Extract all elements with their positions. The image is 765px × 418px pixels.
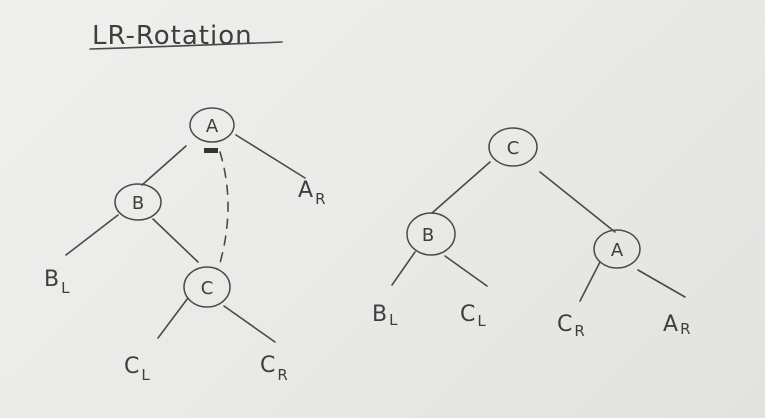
node-b-label: B <box>132 193 144 214</box>
edge-b-bl <box>65 214 119 256</box>
edge-b-c <box>152 218 199 263</box>
balance-mark <box>204 148 218 153</box>
node-c-label: C <box>507 138 520 159</box>
edge-c-cl <box>157 297 189 339</box>
title-underline <box>89 41 283 50</box>
node-a <box>593 229 641 269</box>
node-a-label: A <box>206 116 219 137</box>
node-a <box>189 107 235 143</box>
edge-c-a <box>539 171 616 233</box>
node-b <box>114 183 162 221</box>
edge-b-cl <box>444 255 488 287</box>
node-a-label: A <box>611 240 624 261</box>
edge-c-b <box>431 161 491 214</box>
edge-b-bl <box>391 251 416 286</box>
node-b <box>406 212 456 256</box>
edge-a-cr <box>579 261 601 302</box>
node-c <box>488 127 538 167</box>
node-c <box>183 266 231 308</box>
edge-c-cr <box>223 305 276 343</box>
edge-a-b <box>141 145 187 186</box>
node-c-label: C <box>201 278 214 299</box>
edge-a-ar <box>637 269 686 298</box>
rotation-dashed-link <box>219 151 229 264</box>
node-b-label: B <box>422 225 434 246</box>
edge-a-ar <box>235 134 306 179</box>
